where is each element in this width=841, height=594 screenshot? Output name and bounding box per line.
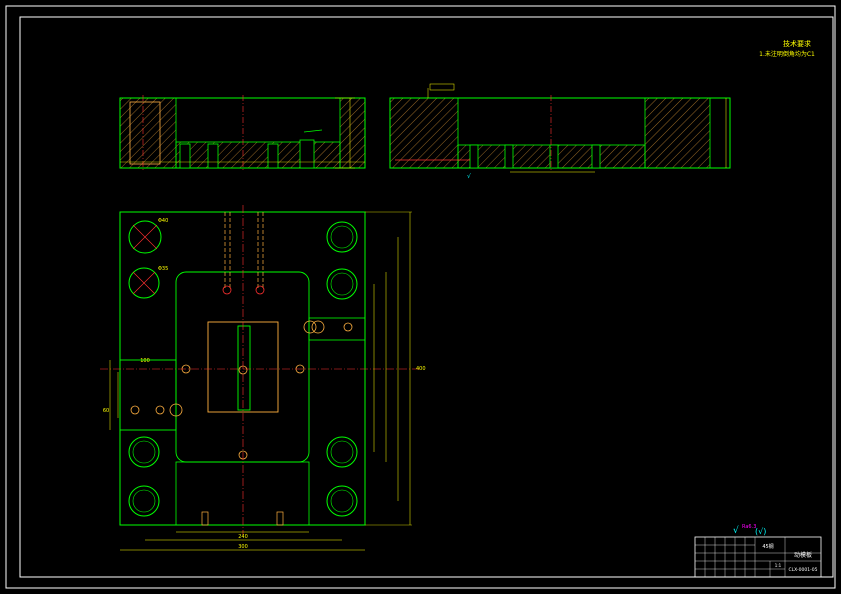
corner-holes bbox=[128, 220, 358, 517]
roughness-symbol: √ Ra6.3 (√) bbox=[733, 524, 766, 536]
plan-view: 300 240 400 Φ40 Φ35 100 60 bbox=[100, 205, 426, 551]
dim-a: 100 bbox=[140, 358, 150, 364]
roughness-mark-small: √ bbox=[467, 173, 471, 180]
dim-hole-dia-2: Φ35 bbox=[158, 266, 168, 272]
inner-border bbox=[19, 16, 834, 578]
dim-b: 60 bbox=[103, 408, 109, 414]
roughness-suffix: (√) bbox=[755, 527, 766, 536]
roughness-value: Ra6.3 bbox=[742, 524, 756, 530]
dim-height-total: 400 bbox=[416, 366, 426, 372]
section-view-left bbox=[119, 95, 366, 172]
roughness-check: √ bbox=[733, 525, 739, 536]
title-part-name: 动模板 bbox=[794, 551, 812, 559]
dim-width-inner: 240 bbox=[238, 534, 248, 540]
notes-line-1: 1.未注明倒角均为C1 bbox=[759, 50, 815, 58]
title-block: 45钢 动模板 CLX-0001-05 1:1 bbox=[694, 536, 822, 578]
title-material: 45钢 bbox=[762, 543, 773, 550]
dim-hole-dia: Φ40 bbox=[158, 218, 168, 224]
title-scale: 1:1 bbox=[775, 563, 782, 568]
title-drawing-no: CLX-0001-05 bbox=[789, 567, 818, 573]
notes-title: 技术要求 bbox=[783, 39, 811, 48]
outer-border bbox=[5, 5, 836, 589]
dim-width-total: 300 bbox=[238, 544, 248, 550]
section-view-right: √ bbox=[389, 83, 731, 180]
